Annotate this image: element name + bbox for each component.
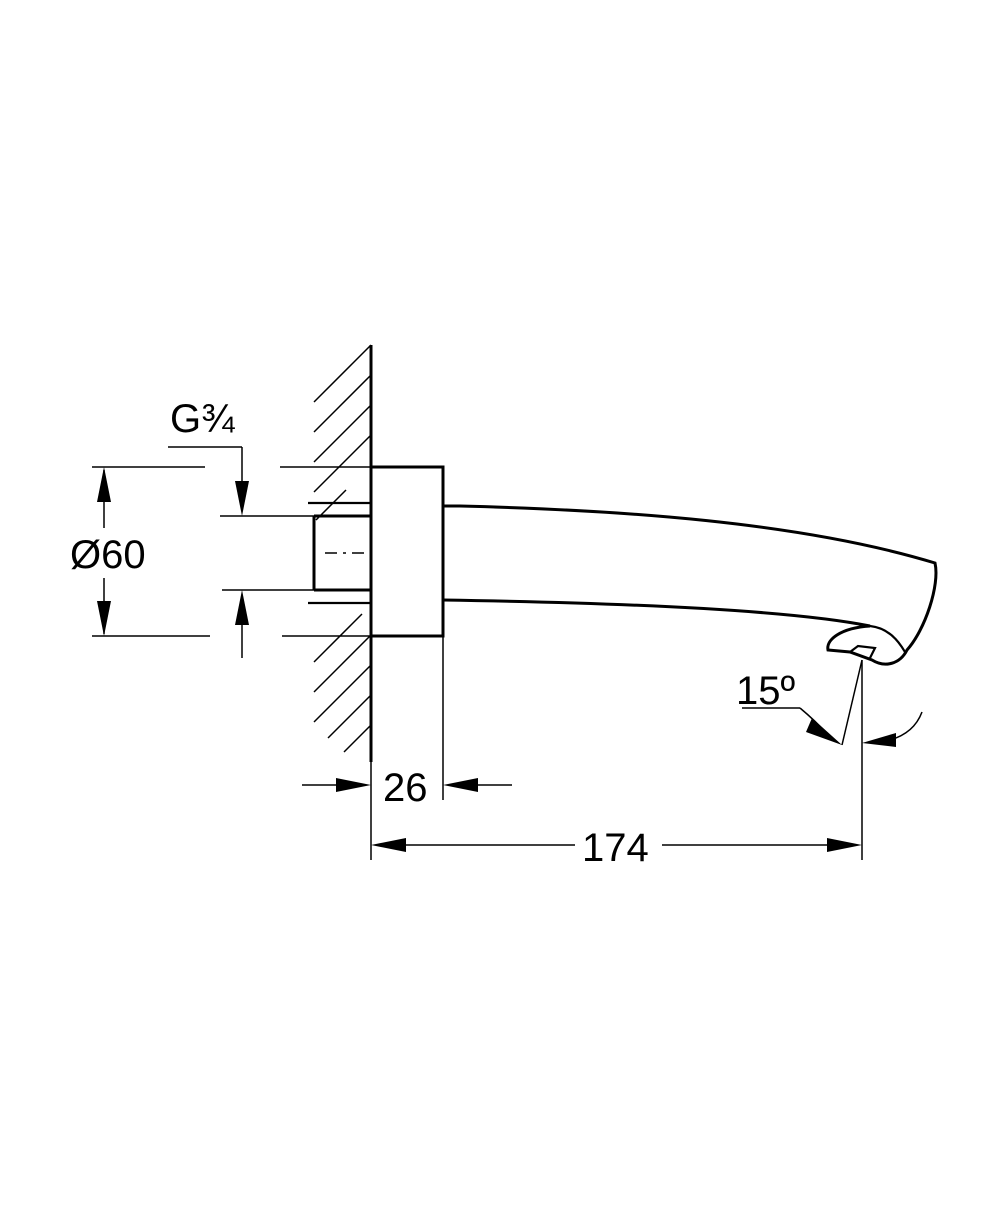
wall-hatching: [313, 344, 372, 753]
thread-label: G¾: [170, 397, 235, 441]
rosette-flange: [369, 465, 445, 638]
length-label: 174: [582, 826, 649, 870]
arrow-right: [336, 778, 371, 792]
diameter-dimension: [97, 467, 111, 636]
arrow-down: [97, 601, 111, 636]
projection-label: 26: [383, 766, 428, 810]
spout: [442, 504, 938, 666]
angle-dimension: [799, 707, 923, 747]
length-dimension: [371, 838, 862, 852]
extension-lines: [92, 446, 863, 860]
angle-label: 15º: [736, 669, 795, 713]
arrow-angle-left: [806, 718, 842, 745]
arrow-right: [827, 838, 862, 852]
projection-dimension: [302, 778, 512, 792]
thread-dimension: [235, 447, 249, 658]
arrow-angle-right: [862, 733, 896, 747]
arrow-up: [97, 467, 111, 502]
arrow-left: [443, 778, 478, 792]
arrow-left: [371, 838, 406, 852]
arrow-down: [235, 481, 249, 516]
threaded-connection: [308, 501, 371, 605]
arrow-up: [235, 590, 249, 625]
diameter-label: Ø60: [70, 533, 146, 577]
